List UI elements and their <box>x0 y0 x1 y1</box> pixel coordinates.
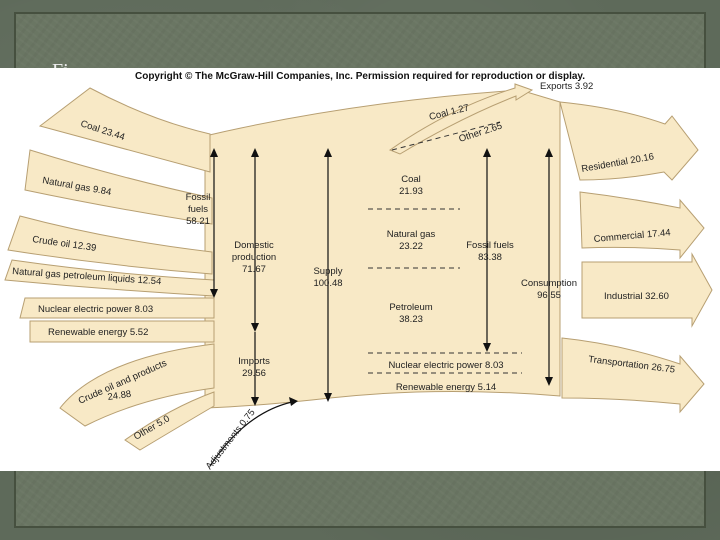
label-center-natural-gas: Natural gas <box>387 229 436 240</box>
input-flow-natural-gas <box>24 149 213 225</box>
value-imports: 29.56 <box>242 368 266 379</box>
central-flow-body <box>204 89 561 409</box>
value-fossil-fuels-left: 58.21 <box>186 216 210 227</box>
label-renewable-input: Renewable energy 5.52 <box>48 327 148 338</box>
value-center-natural-gas: 23.22 <box>399 241 423 252</box>
separator-export-coal-other <box>391 121 501 151</box>
arrow-domestic-production <box>251 148 259 332</box>
output-flow-transportation <box>561 337 705 414</box>
label-center-nuclear: Nuclear electric power 8.03 <box>388 360 503 371</box>
arrow-fossil-fuels-left <box>210 148 218 298</box>
arrow-adjustments <box>209 397 298 467</box>
value-fossil-fuels-right: 83.38 <box>478 252 502 263</box>
label-supply: Supply <box>313 266 342 277</box>
label-fossil-fuels-right: Fossil fuels <box>466 240 514 251</box>
value-center-coal: 21.93 <box>399 186 423 197</box>
input-flow-crude-products <box>59 343 215 427</box>
value-consumption: 96.55 <box>537 290 561 301</box>
value-supply: 100.48 <box>313 278 342 289</box>
arrow-imports <box>251 332 259 406</box>
label-exports-total: Exports 3.92 <box>540 81 593 92</box>
label-center-coal: Coal <box>401 174 421 185</box>
input-flow-renewable <box>29 320 215 343</box>
label-fossil-fuels-left-2: fuels <box>188 204 208 215</box>
label-adjustments: Adjustments 0.75 <box>204 407 258 471</box>
arrow-fossil-fuels-right <box>483 148 491 352</box>
value-center-petroleum: 38.23 <box>399 314 423 325</box>
copyright-notice: Copyright © The McGraw-Hill Companies, I… <box>135 71 585 82</box>
input-flow-other <box>124 391 215 451</box>
input-flow-crude-oil <box>7 215 213 275</box>
label-imports: Imports <box>238 356 270 367</box>
export-flow <box>388 83 534 155</box>
label-domestic-production-1: Domestic <box>234 240 274 251</box>
arrow-supply <box>324 148 332 402</box>
energy-flow-diagram: Copyright © The McGraw-Hill Companies, I… <box>4 71 713 471</box>
label-consumption: Consumption <box>521 278 577 289</box>
input-flow-nuclear <box>19 297 215 319</box>
label-center-petroleum: Petroleum <box>389 302 432 313</box>
output-flow-commercial <box>579 191 705 260</box>
label-industrial: Industrial 32.60 <box>604 291 669 302</box>
label-domestic-production-2: production <box>232 252 276 263</box>
label-fossil-fuels-left-1: Fossil <box>186 192 211 203</box>
energy-flow-figure: Copyright © The McGraw-Hill Companies, I… <box>0 68 720 471</box>
label-nuclear-input: Nuclear electric power 8.03 <box>38 304 153 315</box>
output-flow-industrial <box>581 252 713 328</box>
output-flow-residential <box>559 101 699 181</box>
label-center-renewable: Renewable energy 5.14 <box>396 382 496 393</box>
input-flow-coal <box>38 87 211 173</box>
arrow-consumption <box>545 148 553 386</box>
value-domestic-production: 71.67 <box>242 264 266 275</box>
label-crude-products-value: 24.88 <box>107 389 132 403</box>
